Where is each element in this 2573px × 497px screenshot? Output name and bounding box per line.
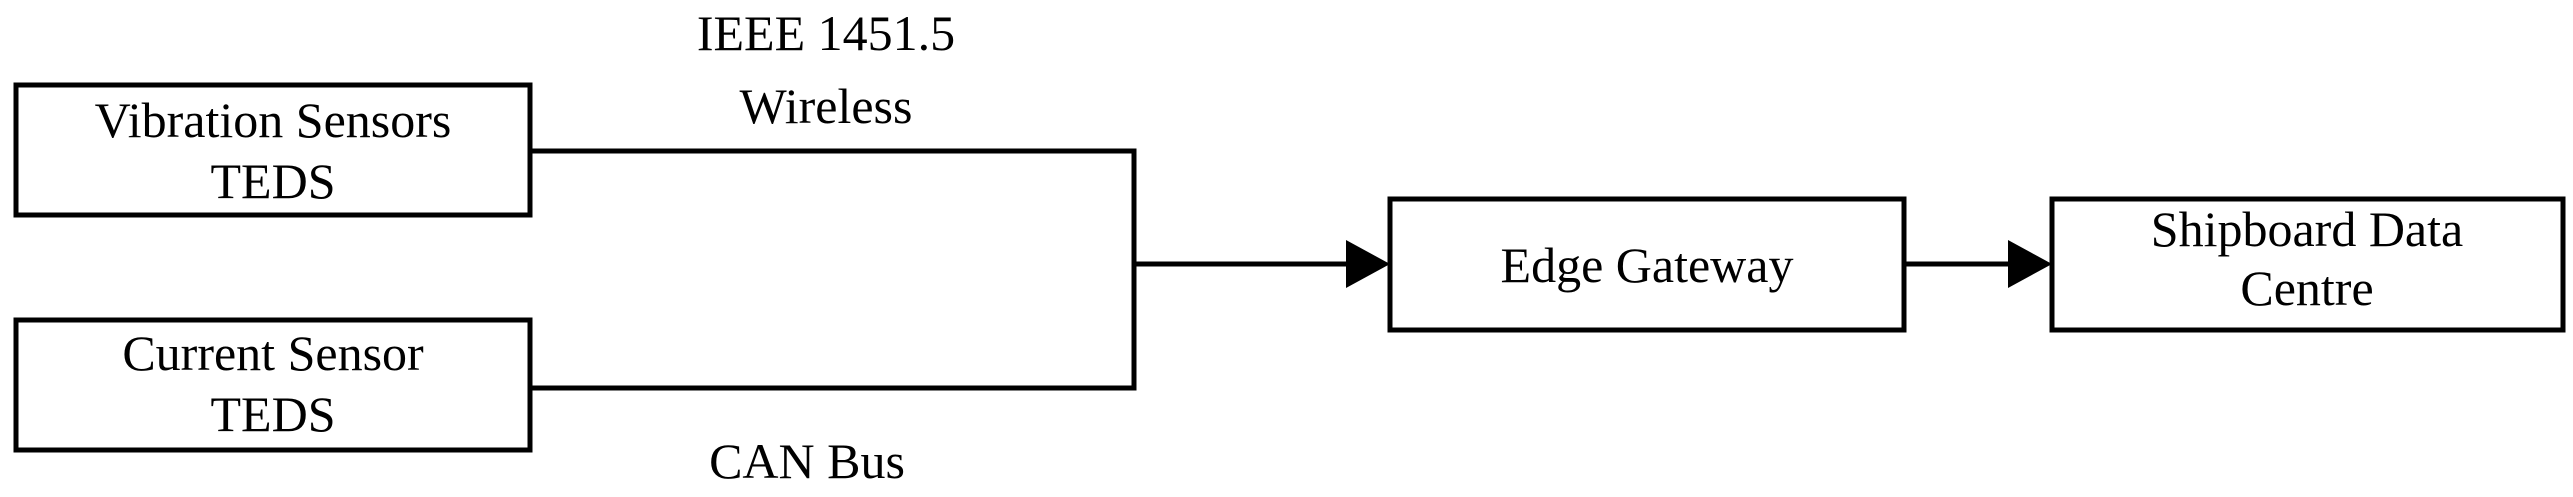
can-bus-connector: [530, 264, 1137, 391]
current-sensor-label: Current Sensor: [122, 325, 424, 381]
current-sensor-teds-label: TEDS: [211, 386, 336, 442]
can-bus-link-label: CAN Bus: [709, 433, 905, 489]
gateway-arrowhead: [1346, 240, 1390, 288]
vibration-sensors-node: Vibration Sensors TEDS: [13, 82, 533, 218]
shipboard-data-centre-node: Shipboard Data Centre: [2049, 196, 2566, 333]
edge-gateway-label: Edge Gateway: [1501, 237, 1794, 293]
current-sensor-box: [13, 317, 533, 453]
edge-gateway-node: Edge Gateway: [1387, 196, 1907, 333]
datacentre-arrowhead: [2008, 240, 2052, 288]
vibration-sensors-label: Vibration Sensors: [95, 92, 452, 148]
wireless-link-standard-label: IEEE 1451.5: [697, 5, 955, 61]
wireless-connector: [530, 148, 1137, 264]
edge-gateway-box: [1387, 196, 1907, 333]
shipboard-data-centre-label: Shipboard Data: [2151, 201, 2463, 257]
vibration-sensors-teds-label: TEDS: [211, 153, 336, 209]
vibration-sensors-box: [13, 82, 533, 218]
current-sensor-node: Current Sensor TEDS: [13, 317, 533, 453]
shipboard-data-centre-box: [2049, 196, 2566, 333]
wireless-link-label: Wireless: [740, 78, 913, 134]
shipboard-data-centre-label-line2: Centre: [2240, 260, 2373, 316]
